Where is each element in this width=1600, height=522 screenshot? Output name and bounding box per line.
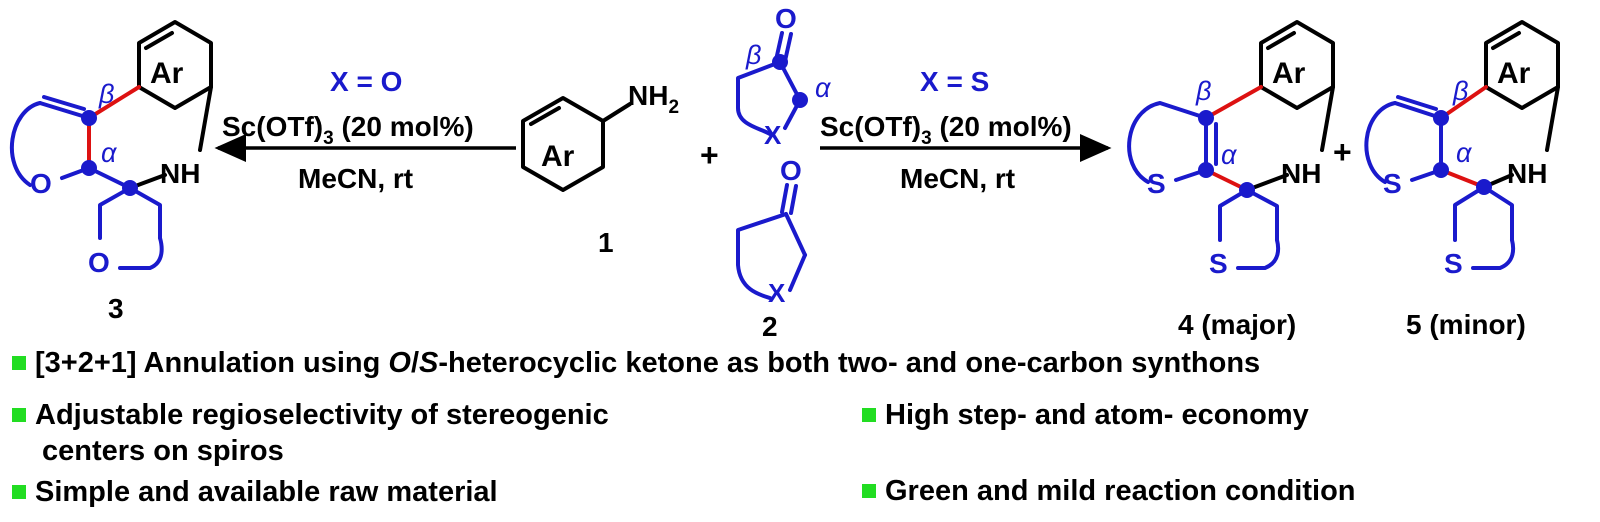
nh-label-5: NH: [1507, 158, 1547, 189]
alpha-label-4: α: [1221, 140, 1238, 170]
highlight-text: [3+2+1] Annulation using: [35, 347, 389, 379]
sulfur-label-5a: S: [1383, 168, 1402, 199]
carbonyl-o-bottom: O: [780, 155, 802, 186]
product-4: Ar NH S S β α 4 (major): [1127, 20, 1335, 340]
green-bullet-square: [12, 485, 26, 499]
alpha-label-2: α: [815, 73, 832, 103]
highlight-text: Simple and available raw material: [35, 476, 498, 508]
catalyst-left: Sc(OTf)3 (20 mol%): [222, 111, 474, 149]
solvent-left: MeCN, rt: [298, 163, 413, 194]
carbonyl-o-top: O: [775, 3, 797, 34]
highlight-regioselectivity-cont: centers on spiros: [42, 434, 284, 468]
oxygen-label-3b: O: [88, 247, 110, 278]
aryl-label-1: Ar: [541, 140, 575, 173]
highlight-regioselectivity: Adjustable regioselectivity of stereogen…: [12, 398, 609, 432]
plus-sign-2: +: [1333, 134, 1352, 170]
nh-label-3: NH: [160, 158, 200, 189]
highlight-economy: High step- and atom- economy: [862, 398, 1309, 432]
green-bullet-square: [862, 408, 876, 422]
reactant-2: O X 2: [736, 155, 807, 342]
highlight-italic-s: S: [419, 347, 439, 379]
hetero-x-top: X: [764, 120, 782, 150]
product-5: Ar NH S S β α 5 (minor): [1364, 20, 1560, 340]
sulfur-label-5b: S: [1444, 248, 1463, 279]
beta-label-4: β: [1195, 76, 1211, 106]
highlight-text: -heterocyclic ketone as both two- and on…: [438, 347, 1261, 379]
compound-number-2: 2: [762, 311, 778, 342]
compound-label-5: 5 (minor): [1406, 309, 1526, 340]
condition-x-s: X = S: [920, 66, 989, 97]
highlight-slash: /: [410, 347, 420, 379]
solvent-right: MeCN, rt: [900, 163, 1015, 194]
highlight-annulation: [3+2+1] Annulation using O/S-heterocycli…: [12, 346, 1260, 380]
alpha-label-5: α: [1456, 138, 1473, 168]
reactant-2-labeled: O X β α: [736, 3, 832, 150]
highlight-text: Green and mild reaction condition: [885, 475, 1356, 507]
aryl-label-3: Ar: [150, 57, 184, 90]
catalyst-right: Sc(OTf)3 (20 mol%): [820, 111, 1072, 149]
beta-label-2: β: [745, 40, 761, 70]
aryl-label-5: Ar: [1497, 57, 1531, 90]
highlight-text: centers on spiros: [42, 435, 284, 467]
reaction-arrow-left: X = O Sc(OTf)3 (20 mol%) MeCN, rt: [214, 66, 516, 194]
beta-label-3: β: [98, 79, 114, 109]
highlight-raw-material: Simple and available raw material: [12, 475, 498, 509]
beta-label-5: β: [1452, 76, 1468, 106]
reaction-arrow-right: X = S Sc(OTf)3 (20 mol%) MeCN, rt: [820, 66, 1112, 194]
highlight-green-conditions: Green and mild reaction condition: [862, 474, 1356, 508]
aryl-label-4: Ar: [1272, 57, 1306, 90]
sulfur-label-4b: S: [1209, 248, 1228, 279]
reactant-1: Ar NH2 1: [521, 80, 679, 258]
sulfur-label-4a: S: [1147, 168, 1166, 199]
green-bullet-square: [12, 408, 26, 422]
alpha-label-3: α: [101, 138, 118, 168]
highlight-text: High step- and atom- economy: [885, 399, 1309, 431]
product-3: Ar NH O O β α 3: [9, 20, 213, 324]
condition-x-o: X = O: [330, 66, 402, 97]
green-bullet-square: [862, 484, 876, 498]
compound-label-4: 4 (major): [1178, 309, 1296, 340]
plus-sign-1: +: [700, 137, 719, 173]
hetero-x-bottom: X: [768, 278, 786, 308]
compound-number-1: 1: [598, 227, 614, 258]
highlight-text: Adjustable regioselectivity of stereogen…: [35, 399, 609, 431]
oxygen-label-3a: O: [30, 168, 52, 199]
highlight-italic-o: O: [388, 347, 411, 379]
compound-number-3: 3: [108, 293, 124, 324]
amine-label-1: NH2: [628, 80, 679, 118]
aryl-ring-3: Ar: [137, 20, 213, 110]
green-bullet-square: [12, 356, 26, 370]
